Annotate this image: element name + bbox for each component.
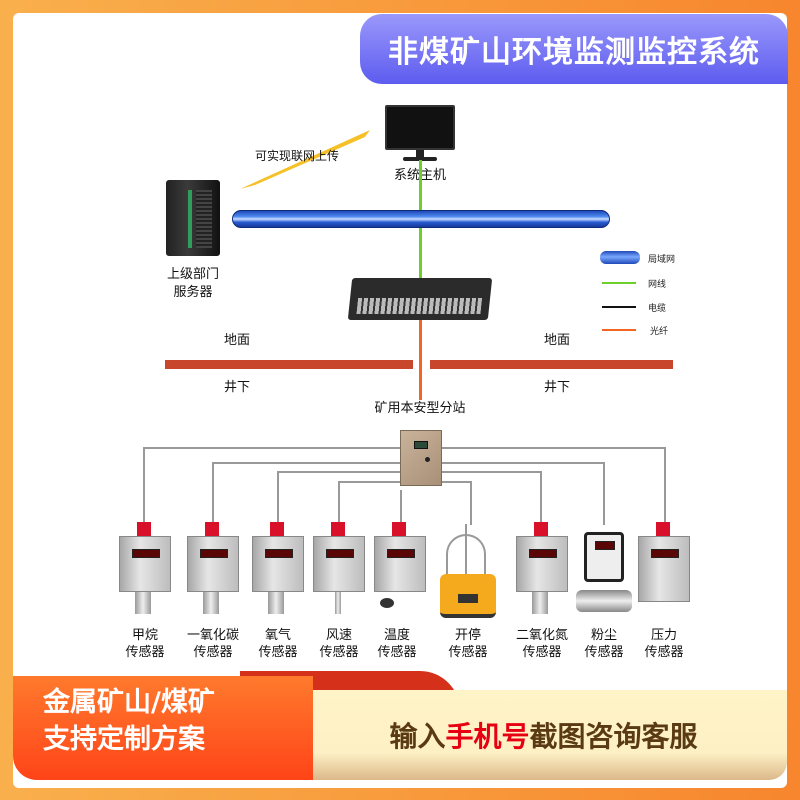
surface-label: 地面 [223, 333, 250, 348]
substation-icon [400, 430, 442, 486]
sensor-label: 开停传感器 [448, 628, 488, 660]
sensor-label: 甲烷传感器 [125, 628, 165, 660]
legend-fiber-swatch [602, 329, 636, 331]
pressure-sensor-icon [636, 522, 692, 618]
contact-banner: 输入手机号截图咨询客服 [300, 690, 787, 780]
oxygen-sensor-icon [250, 522, 306, 618]
sensor-label: 二氧化氮传感器 [515, 628, 568, 660]
sensor-label: 一氧化碳传感器 [186, 628, 239, 660]
carbon-monoxide-sensor-icon [185, 522, 241, 618]
legend-lan-swatch [600, 251, 640, 264]
temperature-sensor-icon [372, 522, 428, 618]
sensor-label: 压力传感器 [644, 628, 684, 660]
underground-label: 井下 [543, 380, 570, 395]
upload-beam-icon [240, 130, 370, 189]
legend-label: 局域网 [648, 255, 676, 265]
custom-solution-banner: 金属矿山/煤矿 支持定制方案 [13, 676, 313, 780]
substation-label: 矿用本安型分站 [374, 401, 466, 416]
ground-line-right [430, 360, 673, 369]
surface-label: 地面 [543, 333, 570, 348]
sensor-label: 风速传感器 [319, 628, 359, 660]
lan-pipe [232, 210, 610, 228]
wind-speed-sensor-icon [311, 522, 367, 618]
legend-label: 光纤 [650, 327, 669, 337]
sensor-label: 粉尘传感器 [584, 628, 624, 660]
fiber-line [419, 320, 422, 400]
dust-sensor-icon [576, 522, 632, 618]
upload-label: 可实现联网上传 [255, 149, 340, 163]
legend-cable-swatch [602, 306, 636, 308]
legend-label: 电缆 [648, 304, 667, 314]
network-switch-icon [347, 278, 493, 320]
methane-sensor-icon [117, 522, 173, 618]
legend-label: 网线 [648, 280, 667, 290]
server-label-2: 服务器 [173, 285, 213, 300]
legend-network-swatch [602, 282, 636, 284]
nitrogen-dioxide-sensor-icon [514, 522, 570, 618]
page-title: 非煤矿山环境监测监控系统 [360, 14, 788, 84]
underground-label: 井下 [223, 380, 250, 395]
sensor-label: 温度传感器 [377, 628, 417, 660]
server-icon [166, 180, 220, 256]
switch-state-sensor-icon [440, 522, 496, 618]
ground-line-left [165, 360, 413, 369]
sensor-label: 氧气传感器 [258, 628, 298, 660]
monitor-icon [385, 105, 455, 162]
server-label-1: 上级部门 [166, 267, 219, 282]
